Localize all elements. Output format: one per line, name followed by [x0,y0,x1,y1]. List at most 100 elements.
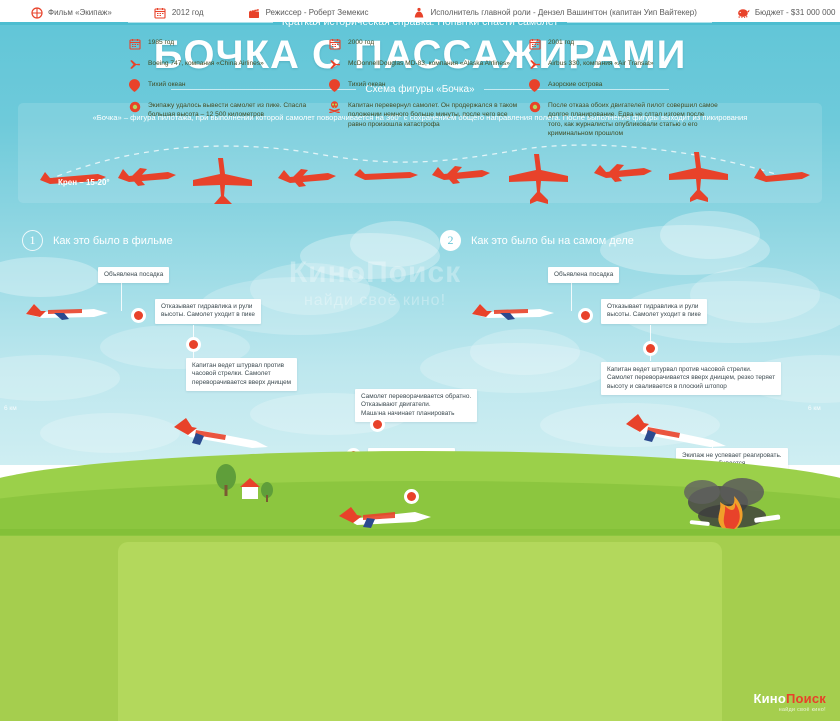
case-place-row: Азорские острова [528,79,718,92]
ground-road-line [0,529,840,535]
real-callout-flat-spin: Капитан ведет штурвал против часовой стр… [601,362,782,396]
case-place-row: Тихий океан [128,79,318,92]
piggy-bank-icon [737,6,750,19]
bottom-panel-inner [118,542,722,721]
real-leader-1 [571,275,572,311]
film-marker-3 [370,417,385,432]
historical-cases: 1985 год Boeing 747, компания «China Air… [128,38,728,147]
bottom-rule-right [567,21,712,23]
person-icon [412,6,425,19]
roll-angle-label: Крен – 15-20° [58,178,110,187]
kinopoisk-logo[interactable]: КиноПоиск найди своё кино! [753,691,826,713]
film-marker-5 [404,489,419,504]
case-aircraft-row: McDonnellDouglas MD-83, компания «Alaska… [328,59,518,71]
case-2000: 2000 год McDonnellDouglas MD-83, компани… [328,38,528,147]
meta-item-director: Режиссер - Роберт Земекис [248,6,369,19]
case-aircraft: Boeing 747, компания «China Airlines» [148,60,264,67]
case-place: Азорские острова [548,81,603,88]
case-year-row: 2001 год [528,38,718,50]
altitude-label-right: 6 км [808,405,821,412]
film-reel-icon [30,6,43,19]
calendar-icon [128,37,141,50]
subtitle-rule-left [171,89,357,90]
location-pin-icon [528,79,541,92]
logo-word-1: Кино [753,691,786,706]
case-outcome-row: Капитан перевернул самолет. Он продержал… [328,100,518,129]
section-title-1: Как это было в фильме [53,234,173,247]
section-title-2: Как это было бы на самом деле [471,234,634,247]
logo-word-2: Поиск [785,691,826,706]
film-plane-crashed-field [339,507,431,528]
calendar-icon [154,6,167,19]
watermark: КиноПоиск найди своё кино! [175,256,575,310]
case-year-row: 1985 год [128,38,318,50]
meta-label-director: Режиссер - Роберт Земекис [265,8,369,17]
film-callout-landing-announced: Объявлена посадка [98,267,170,284]
case-outcome-row: Экипажу удалось вывести самолет из пике.… [128,101,318,120]
film-marker-1 [131,308,146,323]
film-callout-plane-rolls-back: Самолет переворачивается обратно. Отказы… [355,389,478,423]
section-header-film: 1 Как это было в фильме [22,230,173,251]
case-1985: 1985 год Boeing 747, компания «China Air… [128,38,328,147]
meta-item-lead-actor: Исполнитель главной роли - Дензел Вашинг… [412,6,697,19]
case-year: 1985 год [148,39,175,46]
case-outcome-row: После отказа обоих двигателей пилот сове… [528,101,718,138]
location-pin-icon [328,79,341,92]
meta-item-budget: Бюджет - $31 000 000 [737,6,836,19]
bottom-panel [0,536,840,721]
meta-label-film: Фильм «Экипаж» [48,8,112,17]
case-place: Тихий океан [348,81,386,88]
airplane-icon [128,58,141,71]
bottom-heading: Краткая историческая справка. Попытки сп… [281,16,559,28]
case-outcome: После отказа обоих двигателей пилот сове… [548,102,718,138]
case-year-row: 2000 год [328,38,518,50]
calendar-icon [528,37,541,50]
case-outcome: Капитан перевернул самолет. Он продержал… [348,102,518,128]
case-year: 2001 год [548,39,575,46]
meta-item-year: 2012 год [154,6,204,19]
case-year: 2000 год [348,39,375,46]
subtitle-rule-right [483,89,669,90]
real-callout-hydraulics-fail: Отказывает гидравлика и рули высоты. Сам… [601,299,707,324]
meta-label-year: 2012 год [171,8,204,17]
watermark-sub: найди своё кино! [303,292,447,309]
bottom-heading-row: Краткая историческая справка. Попытки сп… [128,16,712,28]
case-place-row: Тихий океан [328,79,518,92]
case-aircraft-row: Boeing 747, компания «China Airlines» [128,59,318,71]
section-header-real: 2 Как это было бы на самом деле [440,230,634,251]
location-pin-icon [128,79,141,92]
case-place: Тихий океан [148,81,186,88]
altitude-label-left: 6 км [4,405,17,412]
film-leader-3 [377,412,378,420]
real-marker-2 [643,341,658,356]
section-number-2: 2 [440,230,461,251]
film-callout-captain-inverts: Капитан ведет штурвал против часовой стр… [186,358,298,392]
airplane-icon [528,58,541,71]
description-text: «Бочка» – фигура пилотажа, при выполнени… [92,113,748,122]
logo-tagline: найди своё кино! [778,707,826,713]
logo-wordmark: КиноПоиск [753,691,826,706]
case-aircraft-row: Airbus 330, компания «Air Transat» [528,59,718,71]
bottom-rule-left [128,21,273,23]
page-title: БОЧКА С ПАССАЖИРАМИ [153,33,687,77]
airplane-icon [328,58,341,71]
section-number-1: 1 [22,230,43,251]
barrel-roll-sequence [18,136,822,204]
film-leader-1 [121,275,122,311]
film-marker-2 [186,337,201,352]
meta-bar: Фильм «Экипаж» 2012 год Режиссер - Робер… [0,0,840,25]
meta-item-film: Фильм «Экипаж» [30,6,112,19]
real-plane-level [472,304,554,320]
skull-icon [328,100,341,113]
case-aircraft: Airbus 330, компания «Air Transat» [548,60,654,67]
case-aircraft: McDonnellDouglas MD-83, компания «Alaska… [348,60,510,67]
lifebuoy-icon [528,100,541,113]
real-leader-3 [712,440,713,450]
meta-label-budget: Бюджет - $31 000 000 [754,8,836,17]
meta-label-lead-actor: Исполнитель главной роли - Дензел Вашинг… [430,8,697,17]
film-callout-hydraulics-fail: Отказывает гидравлика и рули высоты. Сам… [155,299,261,324]
lifebuoy-icon [128,100,141,113]
real-plane-falling [626,414,726,447]
case-2001: 2001 год Airbus 330, компания «Air Trans… [528,38,728,147]
